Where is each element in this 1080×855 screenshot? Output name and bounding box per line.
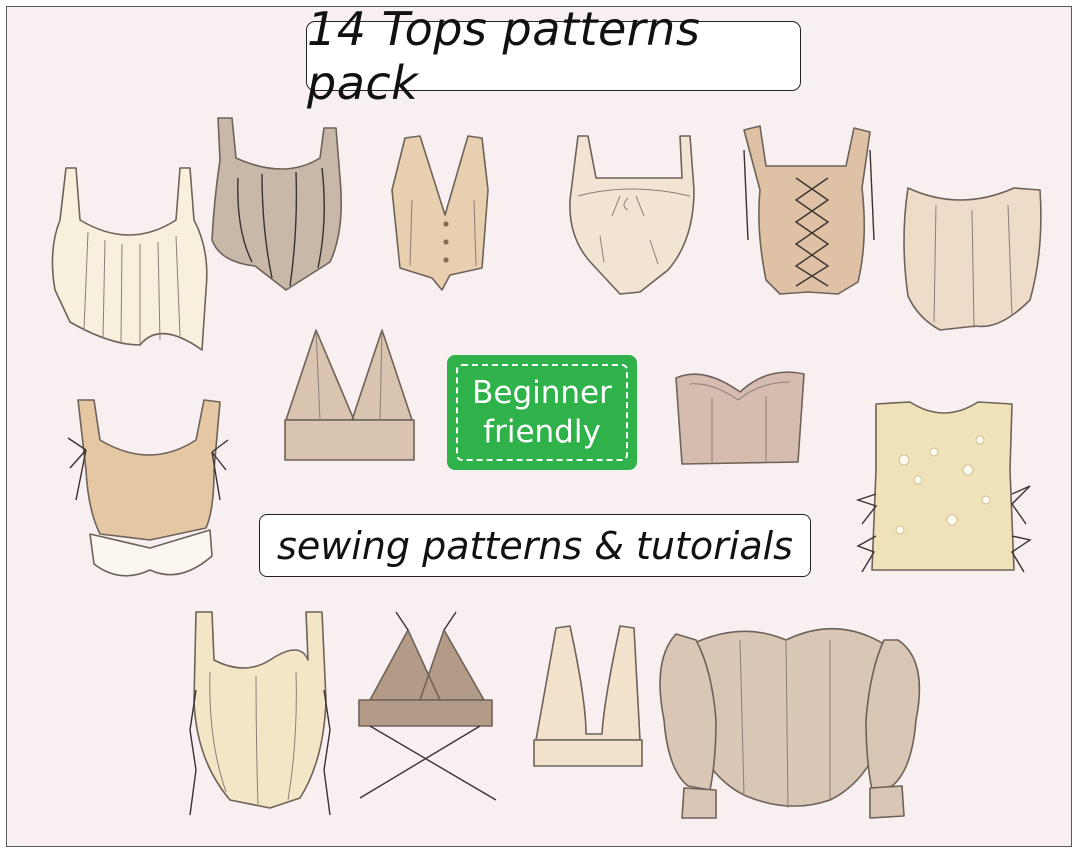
- cross-back-bralette-top-icon: [358, 611, 497, 801]
- pack-subtitle: sewing patterns & tutorials: [259, 514, 811, 577]
- pack-title: 14 Tops patterns pack: [306, 2, 801, 110]
- lace-up-corset-top-icon: [743, 125, 875, 295]
- sweetheart-bandeau-top-icon: [675, 371, 805, 465]
- floral-side-tie-shell-top-icon: [855, 401, 1032, 573]
- off-shoulder-puff-sleeve-corset-top-icon: [659, 627, 921, 819]
- badge-line-2: friendly: [483, 413, 601, 450]
- striped-square-neck-corset-top-icon: [51, 167, 208, 351]
- triangle-bralette-top-icon: [284, 329, 415, 461]
- taupe-paneled-corset-top-icon: [211, 117, 343, 291]
- button-front-vest-top-icon: [391, 135, 489, 291]
- strapless-bustier-top-icon: [903, 187, 1042, 331]
- lace-side-sweetheart-corset-top-icon: [189, 611, 331, 816]
- beginner-friendly-badge: Beginner friendly: [447, 355, 637, 470]
- tie-shoulder-ruffle-hem-top-icon: [67, 399, 229, 577]
- badge-line-1: Beginner: [472, 374, 612, 411]
- badge-dashed-border: Beginner friendly: [456, 364, 628, 461]
- halter-neck-crop-top-icon: [533, 625, 643, 767]
- tie-front-gathered-top-icon: [569, 135, 695, 295]
